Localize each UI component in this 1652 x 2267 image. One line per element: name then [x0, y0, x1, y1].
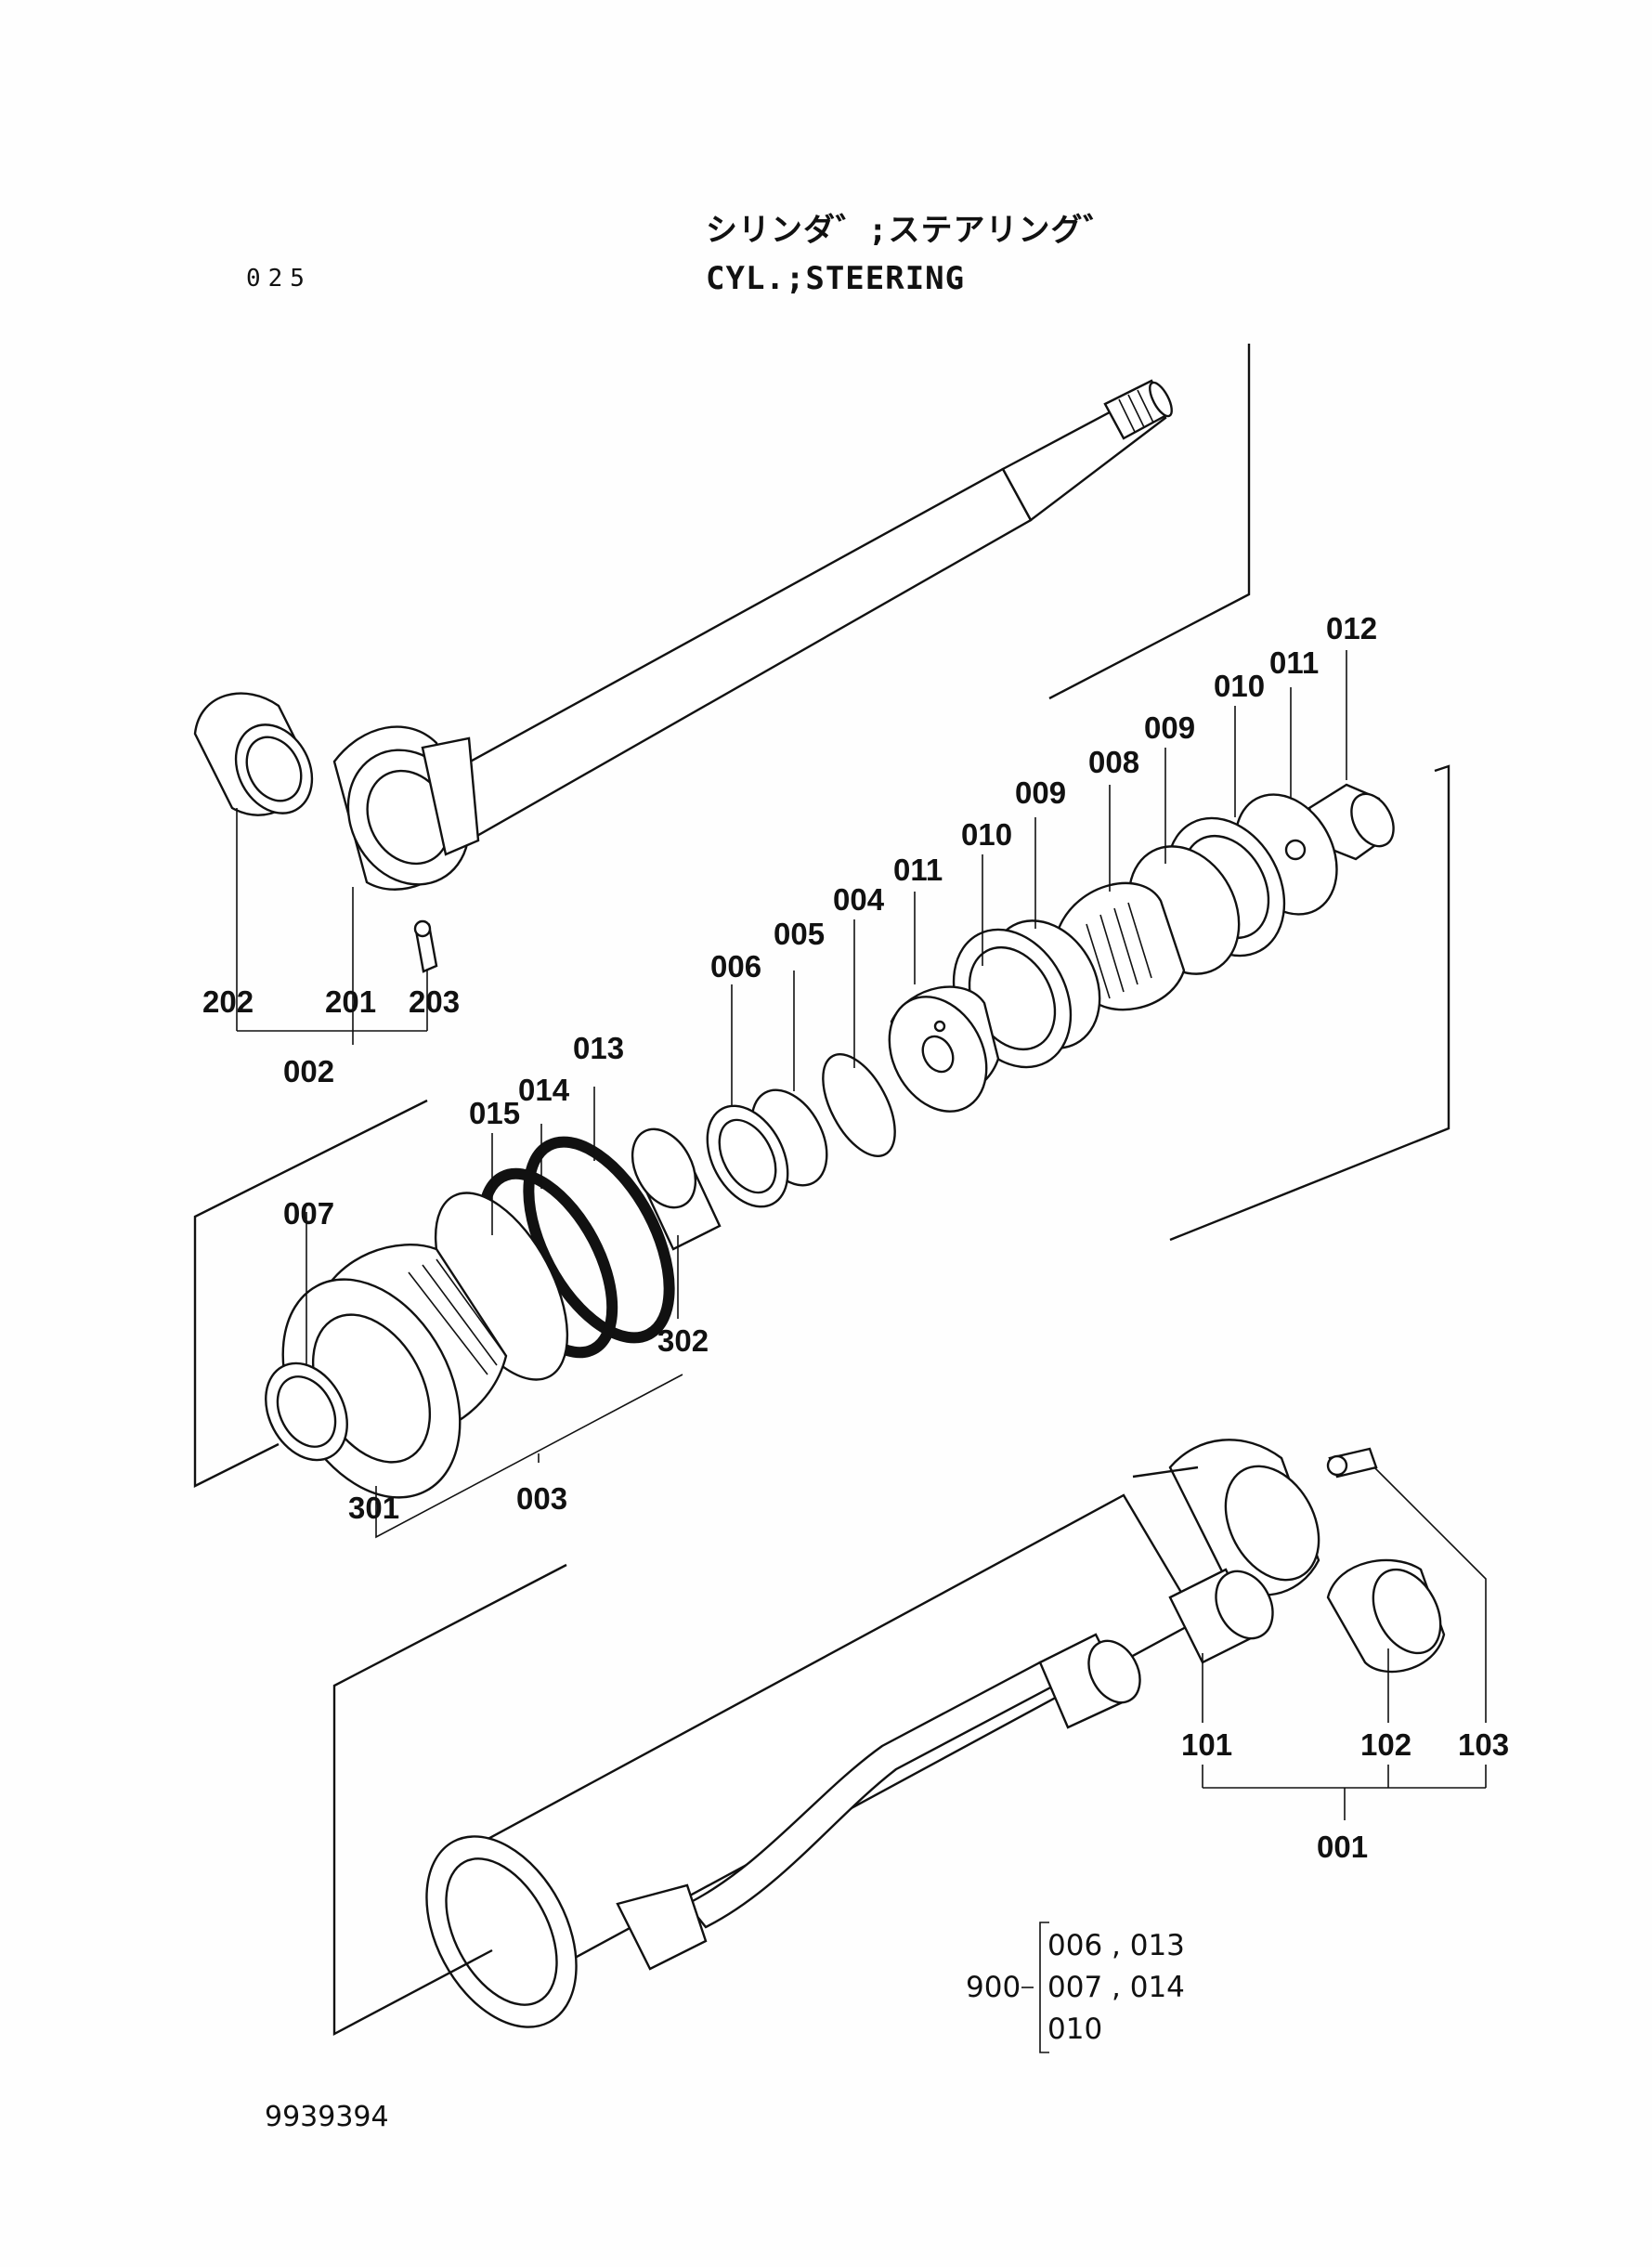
- kit-row-3: 010: [1047, 2013, 1102, 2046]
- callout-001: 001: [1317, 1830, 1368, 1864]
- callout-015: 015: [469, 1096, 520, 1130]
- callout-102: 102: [1360, 1727, 1411, 1762]
- callout-004: 004: [833, 882, 885, 917]
- callout-101: 101: [1181, 1727, 1232, 1762]
- kit-number: 900: [966, 1971, 1021, 2004]
- callout-203: 203: [409, 984, 460, 1019]
- callout-010-right: 010: [1214, 669, 1265, 703]
- repair-kit-bracket: 900 006 , 013 007 , 014 010: [966, 1922, 1185, 2053]
- callout-011-right: 011: [1269, 645, 1319, 680]
- callout-012: 012: [1326, 611, 1377, 645]
- callout-301: 301: [348, 1491, 399, 1525]
- callout-003: 003: [516, 1481, 567, 1516]
- grease-fitting-103: [1326, 1447, 1378, 1479]
- callout-009-left: 009: [1015, 775, 1066, 810]
- page-number: 025: [246, 265, 312, 293]
- bushing-302: [631, 1127, 722, 1251]
- hydraulic-pipe: [616, 1633, 1141, 1971]
- callout-008: 008: [1088, 745, 1139, 779]
- seal-006: [706, 1104, 789, 1208]
- cylinder-tube: [425, 1439, 1320, 2028]
- snap-ring-004: [822, 1052, 896, 1158]
- kit-row-1: 006 , 013: [1047, 1929, 1185, 1962]
- leader-lines: [236, 650, 1487, 1820]
- dust-seal-007: [265, 1362, 348, 1462]
- callout-011-left: 011: [893, 853, 943, 887]
- grease-fitting-rod: [413, 919, 438, 973]
- kit-row-2: 007 , 014: [1047, 1971, 1185, 2004]
- document-number: 9939394: [265, 2101, 389, 2133]
- bushing-102: [1326, 1558, 1446, 1674]
- callout-201: 201: [325, 984, 376, 1019]
- rod-bushing: [193, 692, 314, 816]
- callout-302: 302: [657, 1323, 709, 1358]
- piston-ring-011-left: [888, 985, 1000, 1113]
- callout-010-left: 010: [961, 817, 1012, 852]
- callout-006: 006: [710, 949, 761, 984]
- callout-013: 013: [573, 1031, 624, 1065]
- title-japanese: シリンダ゛;ステアリング゛: [706, 212, 1116, 249]
- callout-103: 103: [1458, 1727, 1509, 1762]
- callout-009-right: 009: [1144, 710, 1195, 745]
- callout-014: 014: [518, 1073, 570, 1107]
- title-english: CYL.;STEERING: [706, 260, 966, 297]
- callout-002: 002: [283, 1054, 334, 1088]
- break-line-tube: [332, 1563, 567, 2036]
- port-101: [1168, 1568, 1274, 1664]
- callout-202: 202: [202, 984, 254, 1019]
- callout-005: 005: [774, 917, 825, 951]
- o-ring-013: [523, 1136, 675, 1344]
- piston-rod: [332, 379, 1173, 891]
- callout-007: 007: [283, 1196, 334, 1231]
